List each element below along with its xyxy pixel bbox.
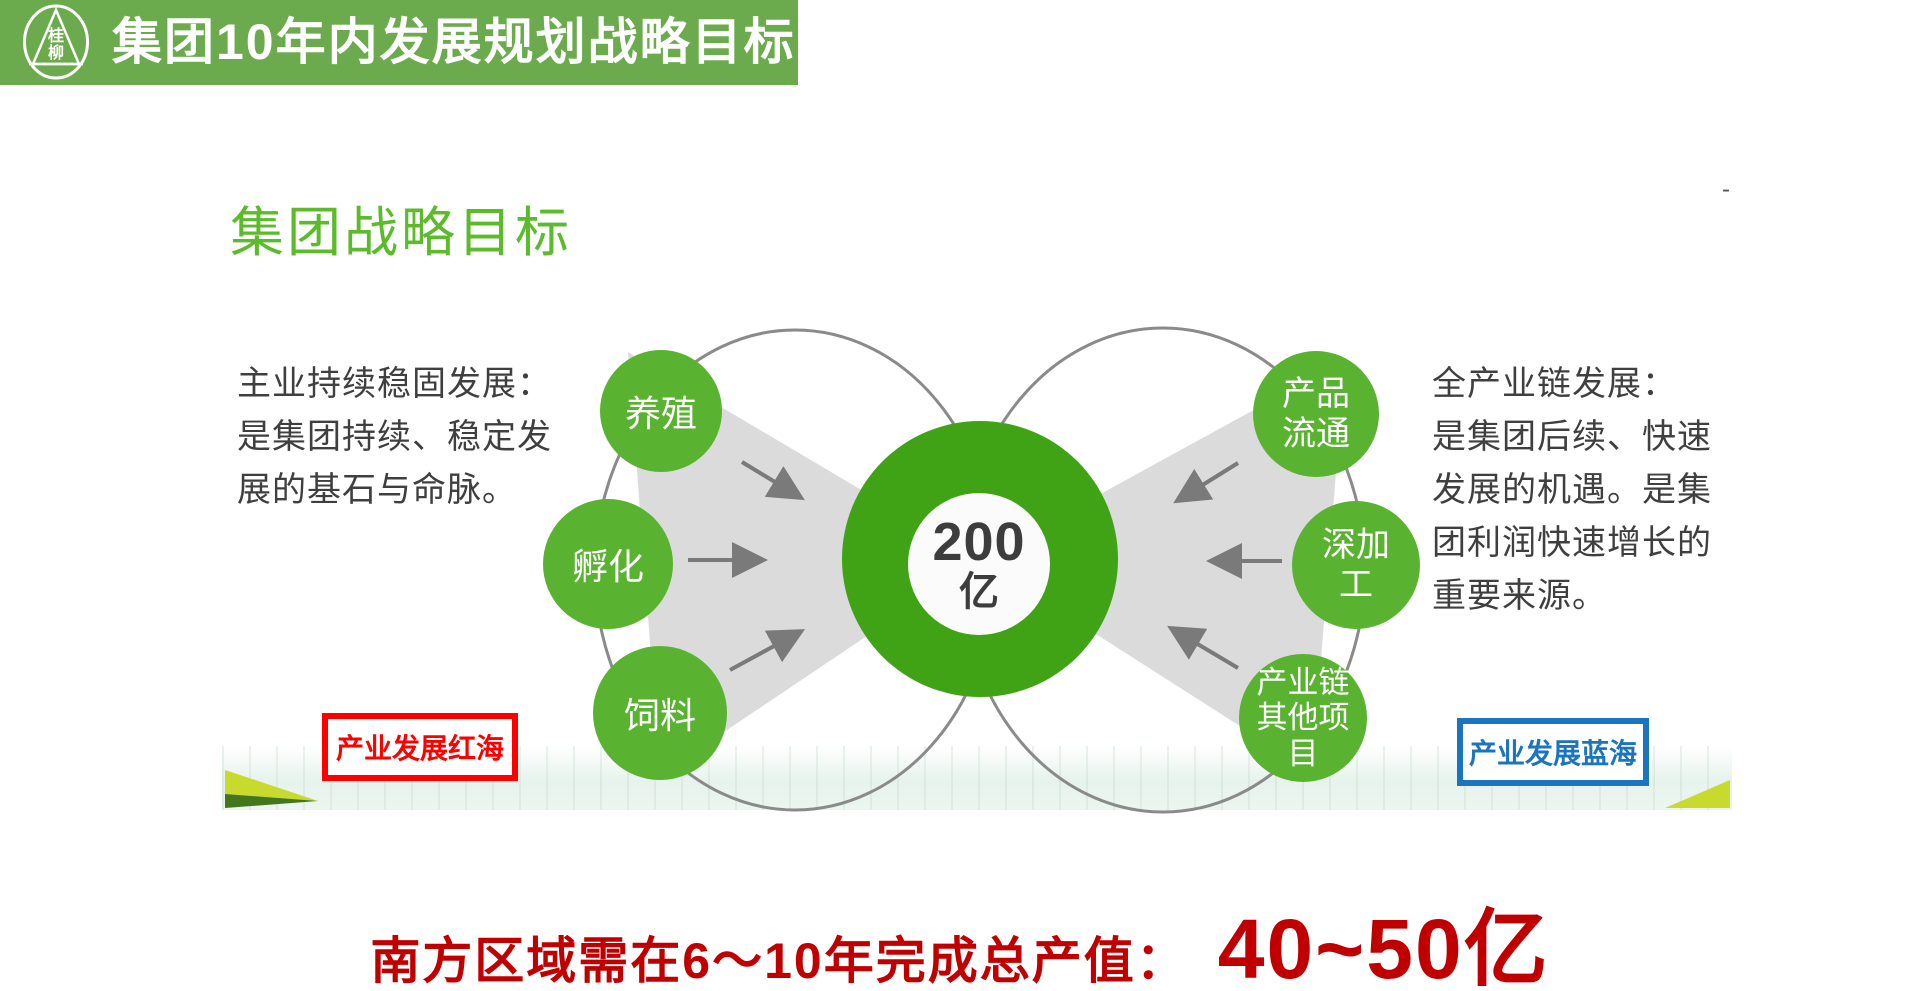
bubble-distribution: 产品 流通 bbox=[1253, 351, 1379, 477]
logo-emblem-icon bbox=[23, 4, 89, 80]
arrow-distribution-icon bbox=[1173, 461, 1240, 504]
arrow-feed-icon bbox=[729, 629, 806, 672]
bubble-feed: 饲料 bbox=[593, 646, 727, 780]
company-logo-icon: 桂 柳 bbox=[20, 3, 92, 81]
goal-value: 200 bbox=[932, 511, 1026, 572]
banner-title: 集团10年内发展规划战略目标 bbox=[112, 14, 796, 70]
footer-statement: 南方区域需在6～10年完成总产值： bbox=[370, 933, 1188, 989]
corner-dash-mark: - bbox=[1722, 176, 1730, 203]
wedge-right-light bbox=[1665, 780, 1730, 808]
goal-unit: 亿 bbox=[959, 570, 999, 615]
right-note: 全产业链发展： 是集团后续、快速 发展的机遇。是集 团利润快速增长的 重要来源。 bbox=[1432, 365, 1712, 615]
bubble-breeding: 养殖 bbox=[600, 350, 722, 472]
left-note: 主业持续稳固发展： 是集团持续、稳定发 展的基石与命脉。 bbox=[237, 365, 552, 509]
wedge-left-dark bbox=[225, 794, 318, 808]
bubble-hatching: 孵化 bbox=[543, 499, 673, 629]
wedge-left-light bbox=[225, 770, 318, 801]
bubble-other-projects: 产业链 其他项 目 bbox=[1239, 654, 1367, 782]
logo-char-bottom: 柳 bbox=[47, 45, 64, 62]
header-banner: 桂 柳 集团10年内发展规划战略目标 bbox=[0, 0, 798, 85]
center-goal-circle: 200 亿 bbox=[842, 421, 1118, 697]
blue-sea-box: 产业发展蓝海 bbox=[1457, 718, 1649, 786]
beam-left bbox=[628, 352, 980, 775]
logo-char-top: 桂 bbox=[47, 28, 64, 45]
arrow-other-projects-icon bbox=[1167, 625, 1240, 670]
bubble-processing: 深加 工 bbox=[1292, 501, 1420, 629]
beam-right bbox=[980, 360, 1345, 772]
center-goal-inner: 200 亿 bbox=[908, 493, 1050, 635]
logo-characters: 桂 柳 bbox=[20, 28, 92, 62]
arrow-breeding-icon bbox=[740, 460, 805, 501]
red-sea-box: 产业发展红海 bbox=[322, 713, 518, 781]
footer-statement-row: 南方区域需在6～10年完成总产值： 40~50亿 bbox=[0, 882, 1920, 991]
footer-target-value: 40~50亿 bbox=[1217, 902, 1550, 991]
page-title: 集团战略目标 bbox=[230, 203, 572, 263]
